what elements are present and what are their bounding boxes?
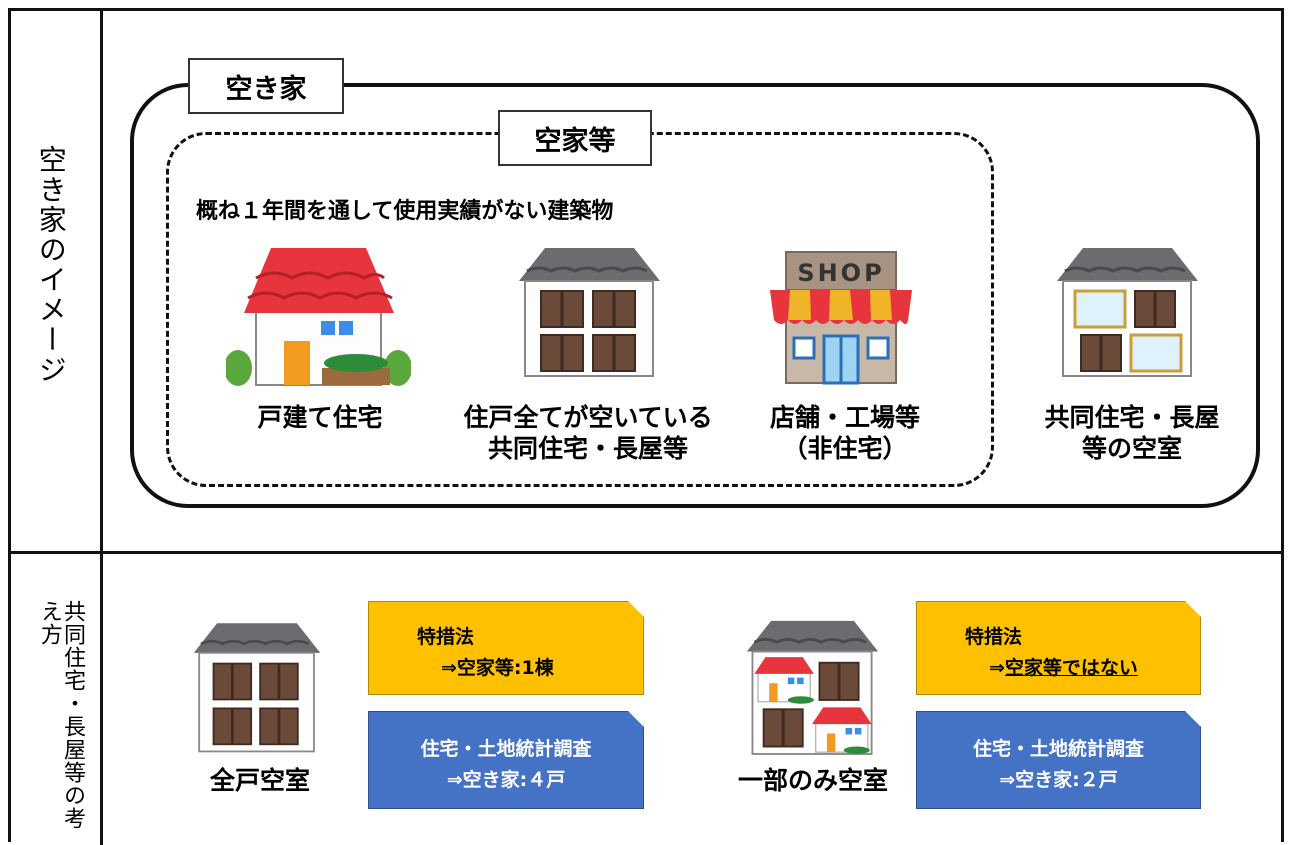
- caption-line: （非住宅）: [782, 434, 908, 464]
- survey-result: ⇒空き家:４戸: [446, 769, 566, 792]
- caption-shop: 店舗・工場等 （非住宅）: [760, 402, 930, 465]
- caption-line: 戸建て住宅: [257, 403, 383, 432]
- caption-line: 共同住宅・長屋等: [487, 434, 688, 464]
- caption-partial-apartment: 共同住宅・長屋 等の空室: [1032, 402, 1232, 465]
- law-title: 特措法: [417, 626, 475, 648]
- law-result-underlined: 空家等ではない: [1004, 657, 1138, 680]
- caption-line: 住戸全てが空いている: [463, 403, 713, 432]
- law-result: ⇒空家等:1棟: [441, 657, 554, 680]
- detached-house-icon: [226, 248, 411, 386]
- caption-detached: 戸建て住宅: [230, 402, 410, 433]
- case-part-label: 一部のみ空室: [737, 766, 888, 795]
- caption-line: 共同住宅・長屋: [1044, 403, 1220, 432]
- caption-line: 等の空室: [1081, 434, 1182, 464]
- case-part-survey-card: 住宅・土地統計調査 ⇒空き家:２戸: [916, 711, 1201, 809]
- row-divider: [8, 551, 1284, 554]
- shop-sign: SHOP: [797, 259, 884, 287]
- row2-heading-wrap: 共同住宅・長屋等の考え方: [20, 600, 90, 830]
- law-result-prefix: ⇒: [989, 657, 1005, 680]
- row2-heading: 共同住宅・長屋等の考え方: [36, 600, 85, 830]
- survey-result: ⇒空き家:２戸: [999, 769, 1118, 792]
- caption-line: 店舗・工場等: [769, 403, 920, 432]
- vacant-apartment-icon: [519, 248, 660, 377]
- case-all-survey-card: 住宅・土地統計調査 ⇒空き家:４戸: [368, 711, 644, 809]
- akiyato-tag: 空家等: [498, 110, 652, 166]
- shop-icon: SHOP: [770, 251, 912, 385]
- all-vacant-apartment-icon: [193, 623, 321, 753]
- case-all-label: 全戸空室: [209, 766, 310, 795]
- survey-title: 住宅・土地統計調査: [972, 738, 1144, 760]
- akiya-tag: 空き家: [188, 58, 344, 114]
- definition-text: 概ね１年間を通して使用実績がない建築物: [196, 199, 614, 224]
- akiya-boundary: [130, 83, 1260, 508]
- survey-title: 住宅・土地統計調査: [420, 738, 592, 760]
- row1-heading: 空き家のイメージ: [34, 145, 68, 385]
- case-part-law-card: 特措法 ⇒空家等ではない: [916, 601, 1201, 695]
- caption-vacant-apartment: 住戸全てが空いている 共同住宅・長屋等: [438, 402, 738, 465]
- table-frame: [8, 8, 1284, 842]
- column-divider: [100, 8, 103, 845]
- case-all-law-card: 特措法 ⇒空家等:1棟: [368, 601, 644, 695]
- mixed-apartment-icon: [746, 620, 879, 755]
- partial-vacant-apartment-icon: [1057, 248, 1198, 377]
- law-title: 特措法: [965, 626, 1023, 648]
- law-result: ⇒空家等ではない: [965, 653, 1200, 684]
